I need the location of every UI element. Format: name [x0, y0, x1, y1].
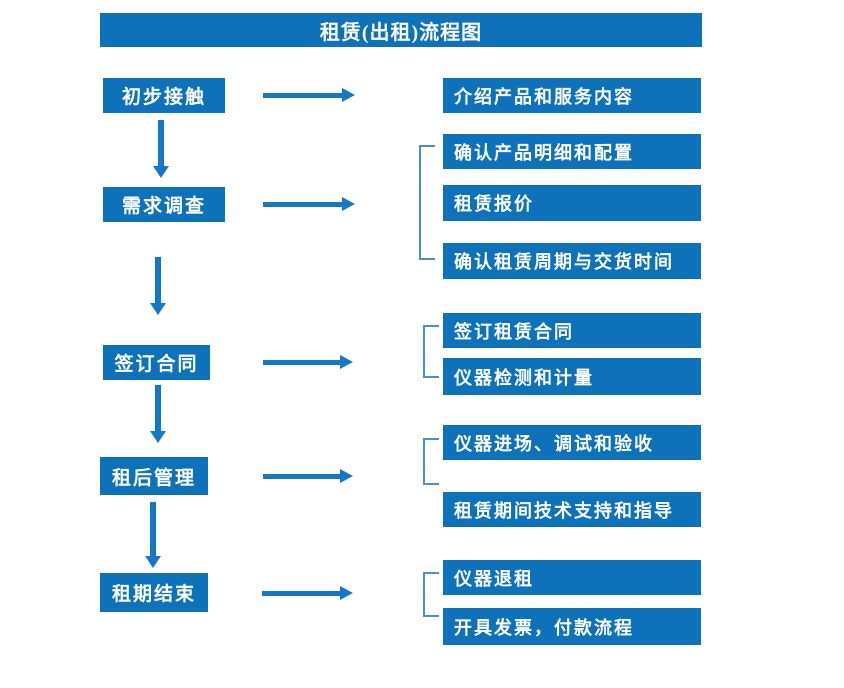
bracket-connector — [423, 572, 439, 617]
bracket-connector — [423, 438, 439, 485]
arrow-right-icon — [263, 197, 355, 211]
detail-sign-rental-contract: 签订租赁合同 — [443, 313, 701, 348]
detail-instrument-return: 仪器退租 — [443, 560, 701, 595]
arrow-down-icon — [150, 385, 166, 443]
step-demand-survey: 需求调查 — [103, 187, 225, 222]
flowchart-title: 租赁(出租)流程图 — [100, 13, 702, 47]
arrow-right-icon — [263, 355, 353, 369]
arrow-down-icon — [145, 502, 161, 568]
detail-introduce-products-services: 介绍产品和服务内容 — [443, 78, 701, 113]
step-post-rental-management: 租后管理 — [100, 457, 208, 495]
bracket-connector — [423, 325, 439, 378]
arrow-down-icon — [150, 257, 166, 315]
arrow-down-icon — [153, 120, 169, 178]
step-initial-contact: 初步接触 — [103, 78, 225, 113]
step-lease-end: 租期结束 — [100, 573, 208, 612]
detail-invoice-payment-process: 开具发票，付款流程 — [443, 608, 701, 645]
step-sign-contract: 签订合同 — [103, 345, 210, 380]
bracket-connector — [419, 145, 435, 260]
detail-confirm-rental-period-delivery: 确认租赁周期与交货时间 — [443, 243, 701, 279]
detail-technical-support-guidance: 租赁期间技术支持和指导 — [443, 492, 701, 527]
detail-confirm-product-spec-config: 确认产品明细和配置 — [443, 134, 701, 169]
detail-rental-quote: 租赁报价 — [443, 185, 701, 221]
arrow-right-icon — [263, 88, 355, 102]
flowchart-title-text: 租赁(出租)流程图 — [319, 21, 483, 44]
arrow-right-icon — [262, 586, 353, 600]
detail-instrument-setup-acceptance: 仪器进场、调试和验收 — [443, 425, 701, 460]
detail-instrument-testing-metering: 仪器检测和计量 — [443, 358, 701, 395]
arrow-right-icon — [263, 469, 353, 483]
